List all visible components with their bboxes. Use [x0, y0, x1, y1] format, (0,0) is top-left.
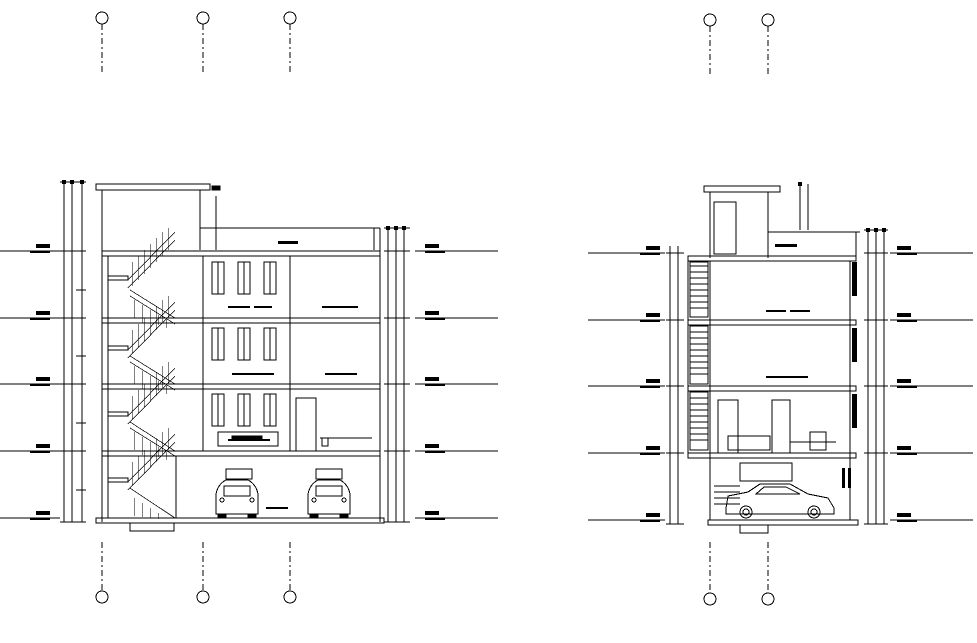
level-marker [36, 444, 50, 448]
dimension-lines-left-b [666, 246, 684, 525]
level-marker [897, 379, 911, 383]
section-a [0, 11, 498, 604]
stair-icon [107, 231, 176, 519]
window-icons-a [211, 261, 277, 427]
door-icon [717, 399, 739, 454]
door-icon [713, 201, 737, 255]
dimension-lines-left-a [60, 181, 86, 523]
level-marker [425, 511, 439, 515]
stair-icon [689, 261, 709, 451]
level-marker [646, 513, 660, 517]
level-marker [897, 313, 911, 317]
level-marker [646, 313, 660, 317]
grid-bubbles-top-a [95, 11, 297, 74]
level-marker [646, 446, 660, 450]
car-icon [307, 479, 351, 519]
door-icon [771, 399, 791, 454]
grid-bubble-icon [761, 592, 775, 606]
grid-bubble-icon [283, 11, 297, 25]
grid-bubble-icon [761, 13, 775, 27]
garage-b [714, 462, 793, 505]
car-icon [215, 479, 259, 519]
level-marker [425, 311, 439, 315]
section-b [588, 13, 973, 606]
level-marker [36, 244, 50, 248]
dimension-lines-right-b [799, 184, 888, 525]
door-icon [295, 397, 317, 452]
level-marker [425, 377, 439, 381]
grid-bubble-icon [196, 11, 210, 25]
level-marker [646, 246, 660, 250]
grid-bubbles-bottom-a [95, 542, 297, 604]
furniture-b [727, 431, 836, 451]
grid-bubbles-top-b [703, 13, 775, 76]
level-markers-b [640, 246, 917, 522]
facade-fins-b [842, 262, 857, 488]
stair-balusters-a [131, 228, 169, 519]
car-icon [725, 483, 835, 519]
level-marker [425, 444, 439, 448]
level-marker [646, 379, 660, 383]
dimension-ticks [62, 180, 886, 232]
doors-b [717, 399, 791, 454]
level-marker [36, 311, 50, 315]
grid-bubble-icon [703, 592, 717, 606]
level-marker [425, 244, 439, 248]
grid-bubble-icon [703, 13, 717, 27]
grid-bubble-icon [283, 590, 297, 604]
level-marker [36, 377, 50, 381]
level-markers-a [30, 244, 445, 520]
room-labels-b [766, 244, 810, 378]
building-outline-b [687, 185, 860, 534]
level-marker [897, 246, 911, 250]
dimension-lines-right-a [384, 227, 410, 523]
garage-a [225, 468, 343, 480]
roof-detail-a [211, 185, 298, 250]
building-outline-a [95, 183, 385, 532]
grid-bubble-icon [95, 11, 109, 25]
room-labels-a [228, 306, 358, 509]
grid-bubble-icon [95, 590, 109, 604]
grid-bubbles-bottom-b [703, 542, 775, 606]
level-marker [897, 446, 911, 450]
grid-bubble-icon [196, 590, 210, 604]
level-marker [897, 513, 911, 517]
level-marker [36, 511, 50, 515]
